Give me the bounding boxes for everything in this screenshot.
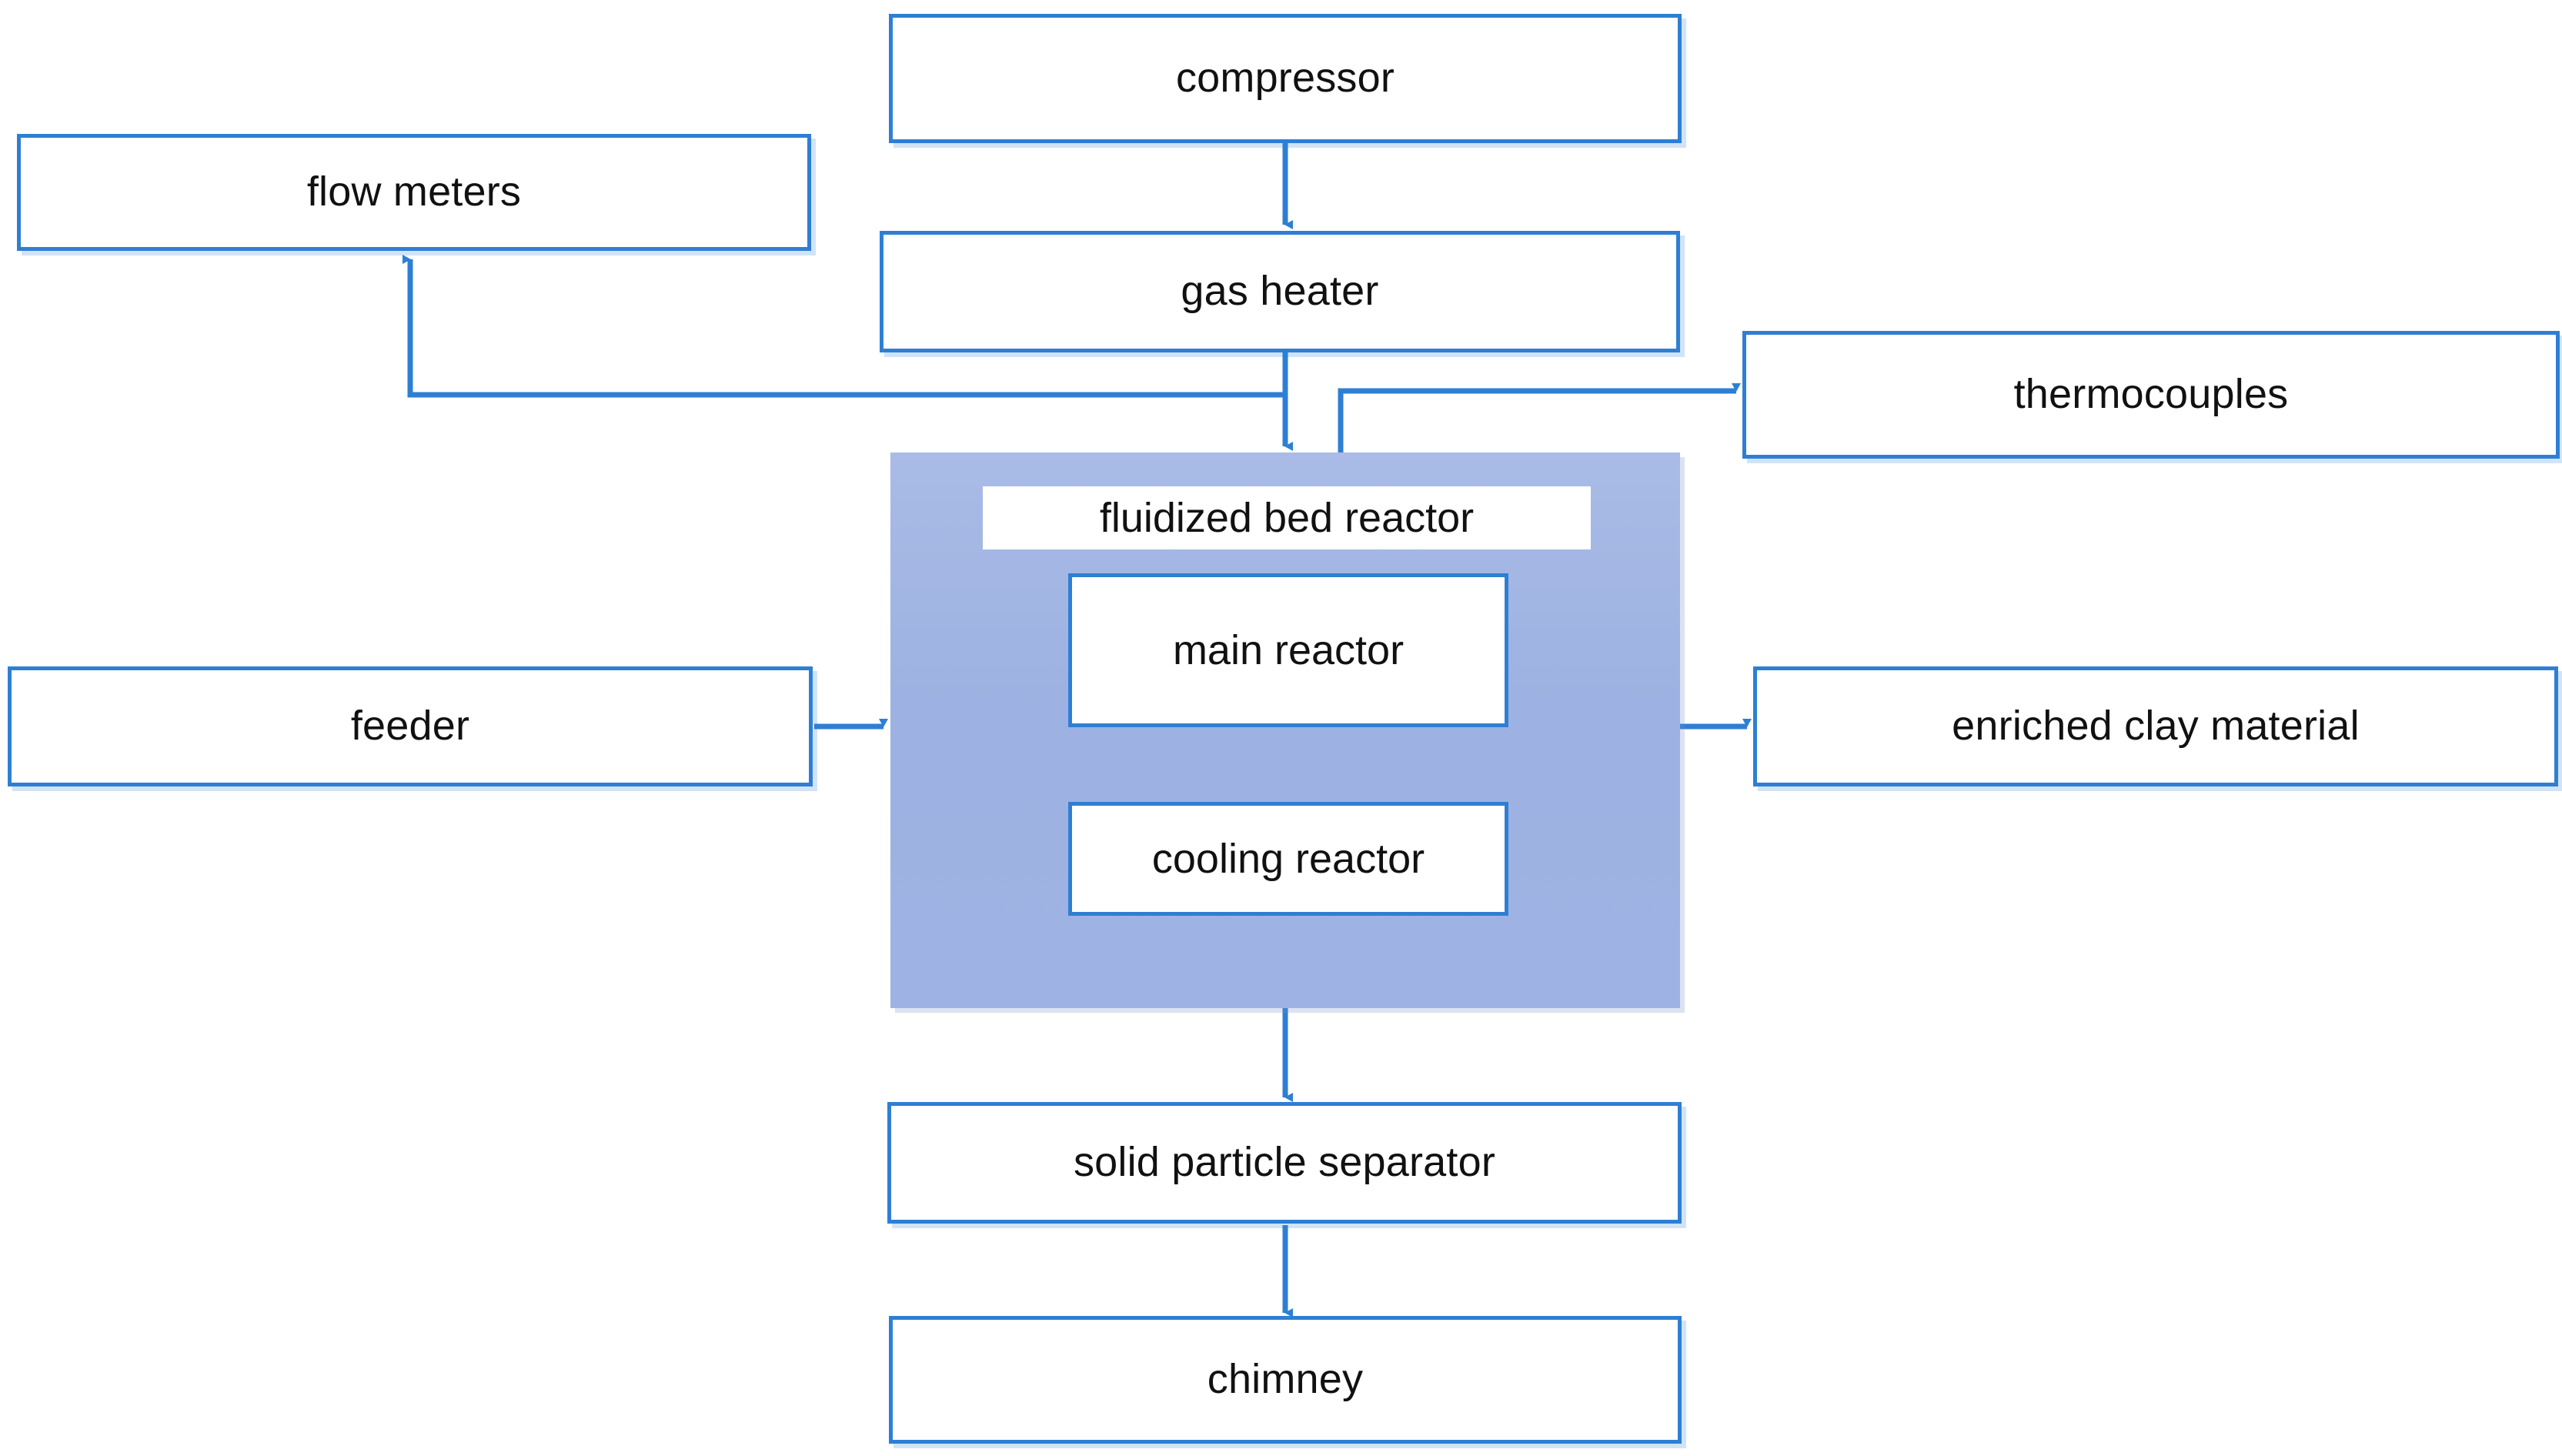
- node-compressor-label: compressor: [1175, 55, 1395, 102]
- node-feeder-label: feeder: [350, 703, 470, 750]
- node-main-reactor-label: main reactor: [1172, 627, 1405, 673]
- node-compressor[interactable]: compressor: [889, 14, 1682, 143]
- node-chimney-label: chimney: [1207, 1356, 1364, 1403]
- node-solid-particle-separator-label: solid particle separator: [1073, 1139, 1496, 1186]
- node-fluidized-bed-reactor-label: fluidized bed reactor: [1099, 495, 1475, 541]
- node-cooling-reactor-label: cooling reactor: [1151, 836, 1425, 882]
- node-thermocouples-label: thermocouples: [2013, 371, 2289, 418]
- node-main-reactor[interactable]: main reactor: [1068, 573, 1508, 727]
- node-cooling-reactor[interactable]: cooling reactor: [1068, 802, 1508, 916]
- node-feeder[interactable]: feeder: [8, 666, 813, 786]
- node-flow-meters-label: flow meters: [306, 169, 522, 215]
- node-chimney[interactable]: chimney: [889, 1316, 1682, 1444]
- node-thermocouples[interactable]: thermocouples: [1742, 331, 2560, 459]
- node-gas-heater-label: gas heater: [1181, 268, 1379, 315]
- node-gas-heater[interactable]: gas heater: [880, 231, 1680, 352]
- node-fluidized-bed-reactor-title: fluidized bed reactor: [983, 486, 1591, 549]
- node-enriched-clay-material-label: enriched clay material: [1952, 703, 2360, 750]
- node-enriched-clay-material[interactable]: enriched clay material: [1753, 666, 2558, 786]
- node-solid-particle-separator[interactable]: solid particle separator: [887, 1102, 1682, 1224]
- node-flow-meters[interactable]: flow meters: [17, 134, 811, 251]
- connector-reactor-to-thermocouples: [1338, 383, 1741, 452]
